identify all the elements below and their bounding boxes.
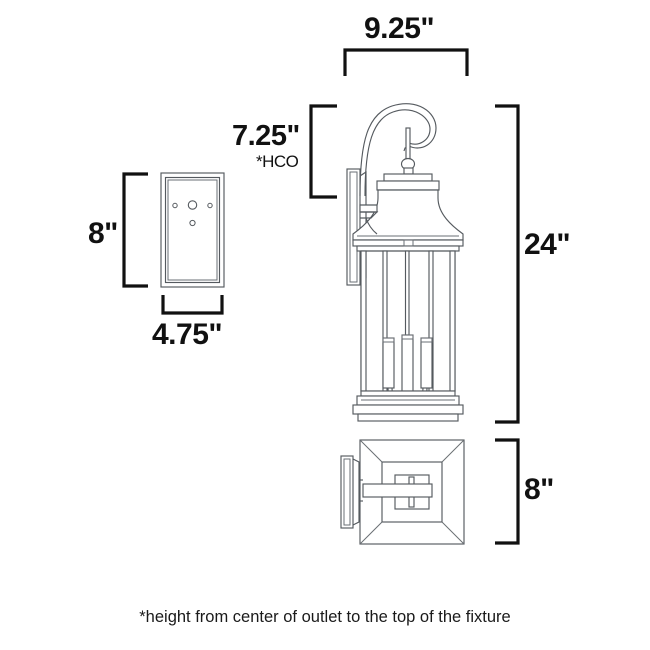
dimension-bracket-backplate-height-8 bbox=[122, 172, 148, 288]
backplate-front-view bbox=[160, 172, 225, 288]
mount-arm-upper bbox=[359, 204, 378, 213]
dimension-bracket-depth-8 bbox=[495, 438, 520, 545]
base-step-3 bbox=[357, 413, 459, 422]
lantern-shoulder bbox=[352, 189, 464, 241]
dimension-label-backplate-width: 4.75" bbox=[152, 318, 223, 351]
scroll-arm-inner bbox=[364, 109, 431, 197]
footnote-text: *height from center of outlet to the top… bbox=[139, 608, 511, 626]
dimension-label-overall-height: 24" bbox=[524, 228, 571, 261]
candle-center bbox=[401, 334, 414, 392]
backplate-right-hole bbox=[207, 202, 213, 209]
lantern-cap bbox=[376, 180, 440, 191]
candelabra-drop-rod bbox=[404, 250, 410, 336]
lantern-cornice bbox=[352, 239, 464, 247]
lantern-cap-top bbox=[383, 173, 433, 182]
candle-left bbox=[382, 337, 395, 389]
fixture-top-plan-view bbox=[340, 439, 465, 545]
dimension-label-hco-note: *HCO bbox=[256, 152, 299, 171]
backplate-left-hole bbox=[172, 202, 178, 209]
plan-wall-plate bbox=[340, 455, 354, 529]
dimension-label-hco: 7.25" bbox=[232, 120, 300, 152]
wall-mount-plate bbox=[346, 168, 361, 286]
dimension-label-depth: 8" bbox=[524, 473, 554, 506]
dimension-label-backplate-height: 8" bbox=[88, 217, 118, 250]
plan-outer-square bbox=[359, 439, 465, 545]
dimension-bracket-width-9-25 bbox=[343, 48, 469, 76]
backplate-lower-hole bbox=[189, 219, 196, 227]
scroll-arm-outer bbox=[359, 103, 437, 197]
dimension-bracket-hco-7-25 bbox=[309, 104, 337, 199]
backplate-center-hole bbox=[187, 200, 198, 210]
cage-post-left bbox=[360, 250, 367, 392]
dimension-bracket-backplate-width-4-75 bbox=[161, 295, 224, 315]
candle-right bbox=[420, 337, 433, 389]
plan-mount-arm bbox=[362, 483, 433, 498]
finial-stem bbox=[405, 127, 411, 163]
dimension-label-width: 9.25" bbox=[364, 12, 435, 45]
fixture-elevation-view bbox=[346, 103, 464, 422]
cage-post-right bbox=[449, 250, 456, 392]
base-step-2 bbox=[352, 404, 464, 415]
dimension-bracket-overall-24 bbox=[495, 104, 520, 424]
